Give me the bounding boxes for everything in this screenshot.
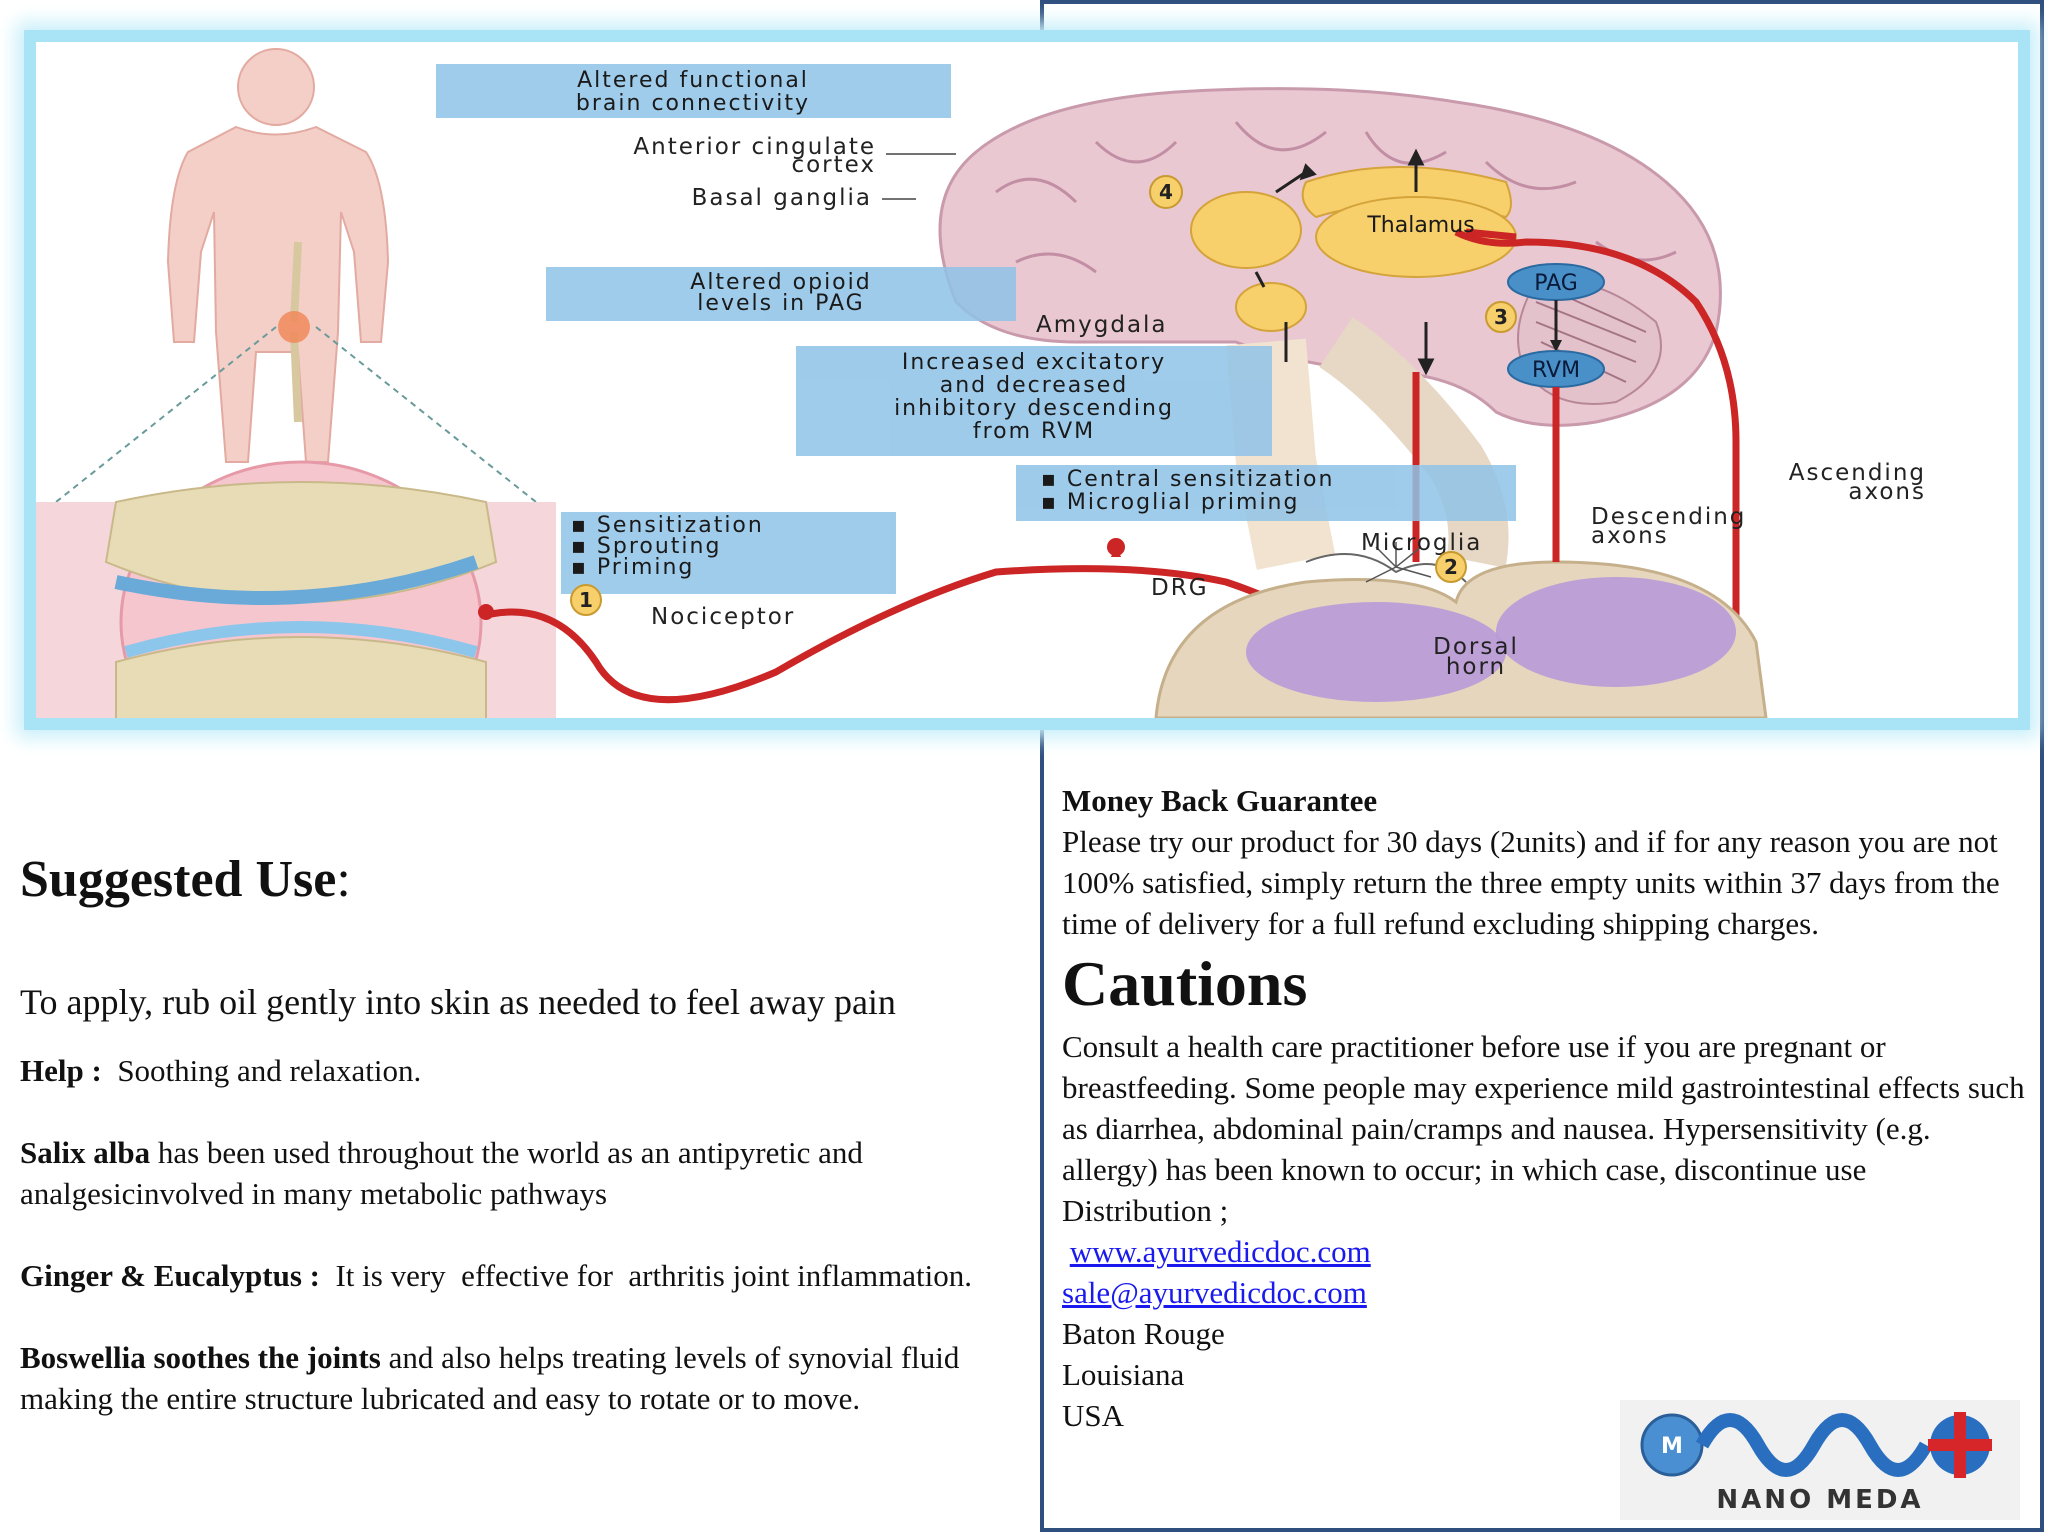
human-figure (166, 48, 390, 463)
rvm-label: RVM (1532, 358, 1580, 383)
help-paragraph: Help : Soothing and relaxation. (20, 1050, 1030, 1091)
leg-bone (290, 241, 302, 423)
box-brain-connectivity-line2: brain connectivity (576, 91, 810, 116)
ginger-text: It is very effective for arthritis joint… (319, 1258, 972, 1293)
anterior-cingulate-line2: cortex (791, 152, 876, 178)
box-sensitization-line2: ▪ Sprouting (571, 534, 721, 559)
box-central-line1: ▪ Central sensitization (1041, 467, 1334, 492)
descending-axons-line2: axons (1591, 523, 1669, 549)
boswellia-text: and also helps treating levels of synovi… (20, 1340, 960, 1416)
suggested-use-title: Suggested Use (20, 851, 337, 908)
nociceptor-label: Nociceptor (651, 604, 795, 630)
help-text: Soothing and relaxation. (101, 1053, 422, 1088)
box-central-line2: ▪ Microglial priming (1041, 490, 1299, 515)
logo-text: NANO MEDA (1716, 1485, 1923, 1515)
suggested-use-heading: Suggested Use: (20, 850, 1030, 910)
suggested-use-colon: : (336, 851, 351, 908)
basal-ganglia-label: Basal ganglia (692, 185, 872, 211)
city-text: Baton Rouge (1062, 1316, 1225, 1351)
box-sensitization-line3: ▪ Priming (571, 555, 694, 580)
right-text-section: Money Back Guarantee Please try our prod… (1062, 780, 2032, 1436)
suggested-use-section: Suggested Use: To apply, rub oil gently … (20, 850, 1030, 1460)
website-link[interactable]: www.ayurvedicdoc.com (1069, 1234, 1371, 1269)
state-text: Louisiana (1062, 1357, 1185, 1392)
help-label: Help : (20, 1053, 102, 1088)
website-line: www.ayurvedicdoc.com (1062, 1231, 2032, 1272)
step-1-badge (570, 584, 602, 616)
thalamus-label: Thalamus (1366, 213, 1474, 238)
box-descending-line4: from RVM (973, 419, 1095, 444)
ascending-axons-line1: Ascending (1789, 460, 1926, 486)
anterior-cingulate-line1: Anterior cingulate (633, 134, 876, 160)
nano-meda-logo: M NANO MEDA (1620, 1400, 2020, 1520)
boswellia-label: Boswellia soothes the joints (20, 1340, 381, 1375)
ginger-label: Ginger & Eucalyptus : (20, 1258, 320, 1293)
salix-text: has been used throughout the world as an… (20, 1135, 863, 1211)
drg-node (1107, 538, 1125, 556)
cautions-heading: Cautions (1062, 948, 1308, 1019)
logo-cross-horizontal (1928, 1439, 1992, 1451)
label-boxes (436, 64, 1516, 594)
diagram-svg: Altered functional brain connectivity An… (36, 48, 1926, 718)
box-descending-line3: inhibitory descending (894, 396, 1174, 421)
ginger-paragraph: Ginger & Eucalyptus : It is very effecti… (20, 1255, 1030, 1296)
microglia-cells (1365, 542, 1432, 583)
country-text: USA (1062, 1398, 1125, 1433)
guarantee-title: Money Back Guarantee (1062, 783, 1378, 818)
knee-inflammation (278, 311, 310, 343)
box-descending-line1: Increased excitatory (902, 350, 1166, 375)
box-descending-line2: and decreased (940, 373, 1129, 398)
amygdala-label: Amygdala (1036, 312, 1168, 338)
cautions-text: Consult a health care practitioner befor… (1062, 1029, 2025, 1187)
box-brain-connectivity-line1: Altered functional (577, 68, 809, 93)
right-column-frame (1040, 0, 2044, 1532)
pain-pathway-diagram: Altered functional brain connectivity An… (24, 30, 2030, 730)
distribution-label: Distribution ; (1062, 1193, 1229, 1228)
step-3-badge (1485, 301, 1517, 333)
connection-arrows (1254, 148, 1435, 376)
pag-label: PAG (1534, 271, 1578, 296)
step-4-number: 4 (1159, 180, 1173, 204)
step-1-number: 1 (579, 588, 593, 612)
salix-label: Salix alba (20, 1135, 151, 1170)
dorsal-horn-line1: Dorsal (1433, 634, 1519, 660)
boswellia-paragraph: Boswellia soothes the joints and also he… (20, 1337, 1030, 1419)
salix-paragraph: Salix alba has been used throughout the … (20, 1132, 1030, 1214)
pag-rvm-arrowhead (1550, 340, 1562, 352)
drg-label: DRG (1151, 575, 1209, 601)
descending-axons-line1: Descending (1591, 504, 1746, 530)
logo-wave-icon (1695, 1413, 1933, 1477)
step-2-number: 2 (1444, 555, 1458, 579)
email-line: sale@ayurvedicdoc.com (1062, 1272, 2032, 1313)
limbic-structures (1190, 166, 1517, 332)
step-4-badge (1149, 175, 1183, 209)
box-sensitization-line1: ▪ Sensitization (571, 513, 764, 538)
box-opioid-line2: levels in PAG (697, 291, 864, 316)
step-3-number: 3 (1494, 305, 1508, 329)
microglia-label: Microglia (1361, 530, 1482, 556)
joint-closeup (36, 460, 556, 718)
logo-badge-letter: M (1661, 1434, 1683, 1459)
box-opioid-line1: Altered opioid (690, 270, 871, 295)
zoom-lines (55, 326, 537, 503)
nociceptor-ending (478, 604, 494, 620)
guarantee-text: Please try our product for 30 days (2uni… (1062, 824, 2000, 941)
dorsal-horn-line2: horn (1446, 654, 1506, 680)
dorsal-horn-section (1154, 553, 1768, 718)
step-2-badge (1435, 551, 1467, 583)
apply-instructions: To apply, rub oil gently into skin as ne… (20, 982, 896, 1022)
email-link[interactable]: sale@ayurvedicdoc.com (1062, 1275, 1367, 1310)
ascending-axons-line2: axons (1848, 479, 1926, 505)
